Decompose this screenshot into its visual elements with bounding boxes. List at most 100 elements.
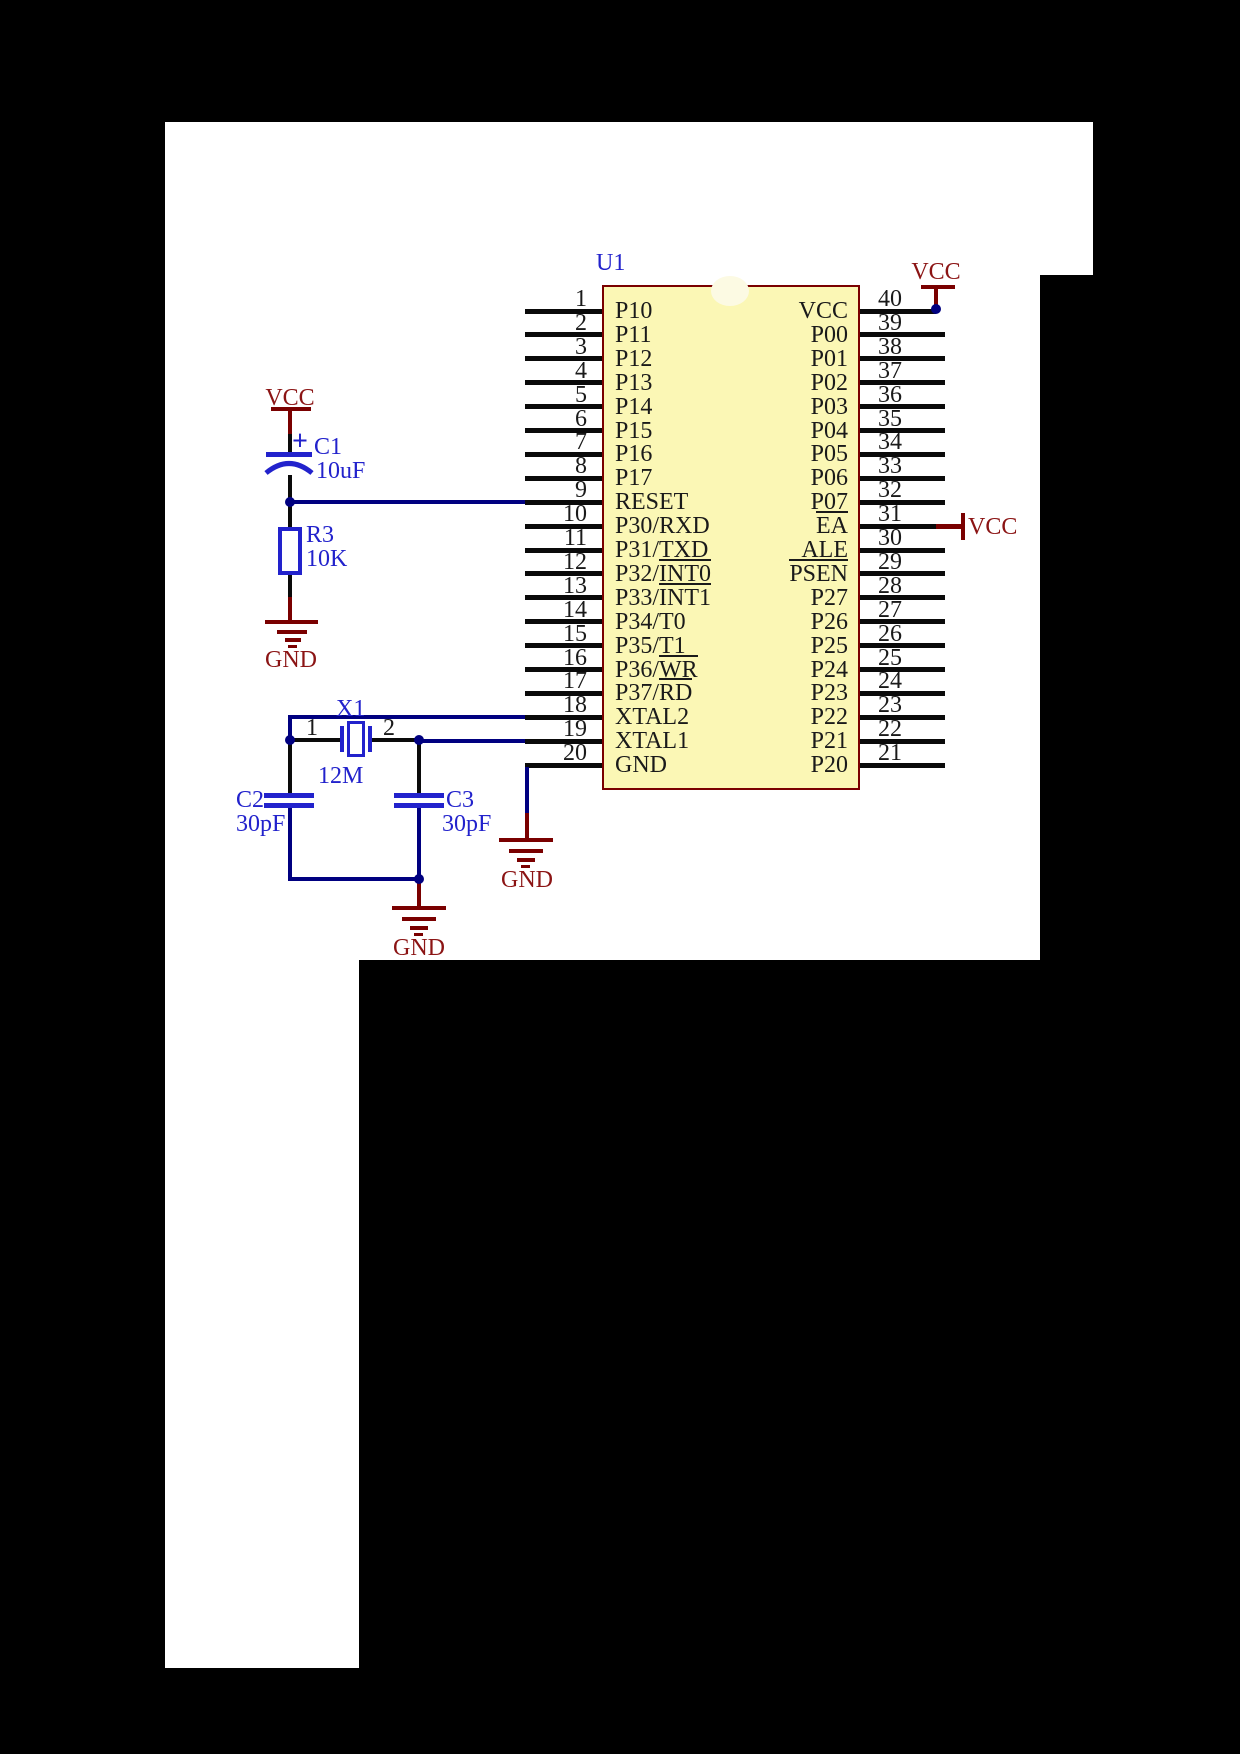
- pin-number-right-29: 29: [878, 548, 902, 575]
- pin-label-text: P03: [810, 393, 848, 420]
- pin-label-P22: P22: [725, 704, 848, 730]
- vcc-pin40-stub: [934, 289, 938, 308]
- vcc-symbol-bar: [271, 407, 311, 411]
- pin-wire-left-14: [525, 619, 604, 625]
- c1-top-plate: [266, 452, 312, 457]
- pin-label-text: P30/RXD: [615, 513, 710, 540]
- c3-gnd-wire: [417, 808, 421, 879]
- pin-wire-left-13: [525, 595, 604, 601]
- pin-label-XTAL1: XTAL1: [615, 728, 689, 754]
- vcc-pin40-bar: [921, 285, 955, 289]
- pin-number-left-14: 14: [563, 596, 587, 623]
- gnd-pin20-bar3: [517, 858, 535, 862]
- pin-label-XTAL2: XTAL2: [615, 704, 689, 730]
- gnd-symbol-bar2: [277, 630, 307, 634]
- pin-label-text: P14: [615, 393, 653, 420]
- crystal-body: [347, 721, 365, 757]
- pin-wire-right-28: [860, 595, 945, 601]
- pin-wire-left-16: [525, 667, 604, 672]
- pin-label-P36/WR: P36/WR: [615, 654, 698, 683]
- xtal2-net-wire: [290, 715, 525, 719]
- x1-designator: X1: [336, 696, 366, 722]
- pin-label-text: ALE: [801, 537, 848, 563]
- c2-bottom-plate: [264, 803, 314, 808]
- gnd-stub-reset: [288, 597, 292, 621]
- pin-label-text: P13: [615, 369, 653, 396]
- pin-label-text: P17: [615, 465, 653, 492]
- pin-number-left-6: 6: [575, 405, 587, 432]
- pin-label-P10: P10: [615, 298, 652, 324]
- pin-label-text: P10: [615, 298, 653, 324]
- r3-resistor-body: [278, 527, 302, 575]
- pin-number-left-8: 8: [575, 453, 587, 480]
- gnd-stub-pin20: [525, 813, 529, 839]
- gnd-xtal-bar1: [392, 906, 446, 910]
- pin-wire-left-10: [525, 523, 604, 529]
- pin-number-right-23: 23: [878, 692, 902, 719]
- c3-designator: C3: [446, 787, 475, 813]
- pin-label-P07: P07: [725, 489, 848, 515]
- pin-label-text: P22: [810, 704, 848, 731]
- pin-label-P03: P03: [725, 394, 848, 420]
- pin-wire-right-32: [860, 499, 945, 505]
- pin-number-left-1: 1: [575, 286, 587, 312]
- pin-label-RESET: RESET: [615, 489, 688, 515]
- c1-value: 10uF: [316, 458, 366, 484]
- gnd-symbol-bar4: [288, 645, 297, 648]
- vcc-pin40-junction-dot: [931, 304, 941, 314]
- pin-label-P25: P25: [725, 633, 848, 659]
- pin-label-text: VCC: [798, 298, 848, 324]
- pin-number-right-33: 33: [878, 453, 902, 480]
- pin-wire-right-22: [860, 738, 945, 744]
- pin-label-text: P20: [810, 752, 848, 779]
- pin-label-P27: P27: [725, 585, 848, 611]
- pin-number-right-24: 24: [878, 668, 902, 695]
- pin-label-P30/RXD: P30/RXD: [615, 513, 710, 539]
- pin-number-left-15: 15: [563, 620, 587, 647]
- pin-number-right-39: 39: [878, 309, 902, 336]
- pin-wire-right-34: [860, 451, 945, 457]
- pin-label-P05: P05: [725, 441, 848, 467]
- crystal-right-plate: [368, 726, 372, 752]
- pin-label-P17: P17: [615, 465, 652, 491]
- pin-wire-right-35: [860, 428, 945, 433]
- pin-wire-left-12: [525, 571, 604, 577]
- pin-label-text: RESET: [615, 489, 689, 516]
- pin-number-left-13: 13: [563, 572, 587, 599]
- pin-number-left-16: 16: [563, 644, 587, 671]
- pin-number-right-21: 21: [878, 740, 902, 767]
- pin-wire-left-7: [525, 451, 604, 457]
- pin-label-text: GND: [615, 752, 667, 779]
- pin-wire-left-8: [525, 475, 604, 481]
- crystal-pin1-number: 1: [306, 715, 318, 741]
- pin-label-overlined-text: WR: [659, 654, 698, 683]
- pin-number-right-31: 31: [878, 501, 902, 528]
- crystal-gnd-junction-dot: [414, 874, 424, 884]
- pin-number-left-7: 7: [575, 429, 587, 456]
- pin-label-text: P01: [810, 345, 848, 372]
- pin-label-text: P16: [615, 441, 653, 468]
- crystal-pin2-number: 2: [383, 715, 395, 741]
- pin-label-text: P15: [615, 417, 653, 444]
- vcc-pin31-wire: [936, 524, 963, 529]
- pin-label-text: P21: [810, 728, 848, 755]
- pin-label-P34/T0: P34/T0: [615, 609, 686, 635]
- pin-number-left-3: 3: [575, 333, 587, 360]
- ic-pin1-notch: [711, 276, 749, 306]
- pin-label-overlined-text: EA: [816, 511, 848, 540]
- pin-wire-right-27: [860, 619, 945, 625]
- pin-number-left-20: 20: [563, 740, 587, 767]
- x1-value: 12M: [318, 763, 364, 789]
- pin-label-text: P02: [810, 369, 848, 396]
- pin-label-P33/INT1: P33/INT1: [615, 582, 711, 611]
- c1-designator: C1: [314, 434, 343, 460]
- vcc-label-pin31: VCC: [968, 514, 1018, 540]
- pin-number-left-2: 2: [575, 309, 587, 336]
- pin-label-overlined-text: INT0: [659, 558, 711, 587]
- pin-label-P23: P23: [725, 680, 848, 706]
- pin-wire-left-4: [525, 380, 604, 386]
- vcc-label-pin40: VCC: [911, 259, 961, 285]
- pin-number-right-38: 38: [878, 333, 902, 360]
